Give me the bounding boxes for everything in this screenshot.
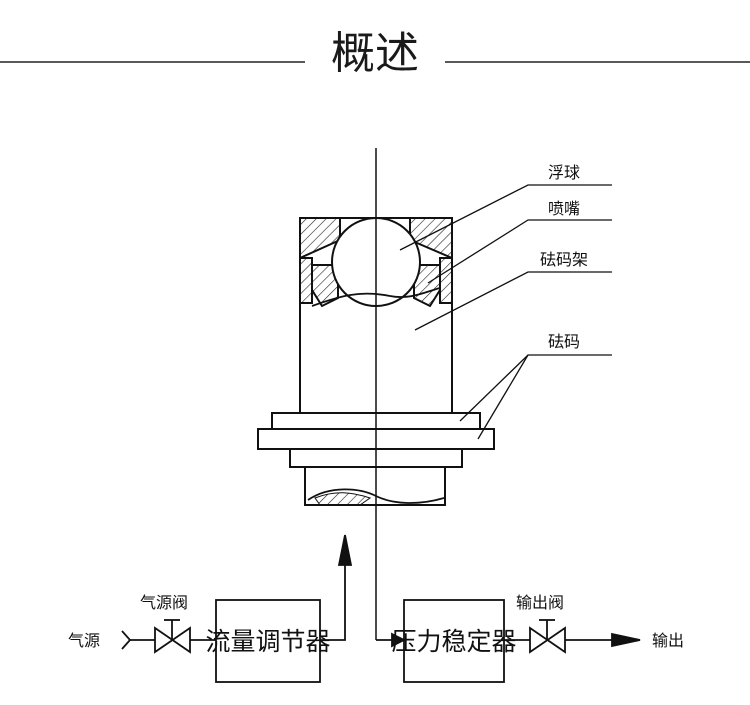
label-weight-holder: 砝码架 [540,250,588,269]
label-air-source-valve: 气源阀 [140,593,188,612]
label-flow-regulator: 流量调节器 [205,627,330,656]
label-air-source: 气源 [68,631,100,650]
holder-wall-left [299,257,313,304]
label-output: 输出 [652,631,684,650]
flow-regulator-box [215,599,321,683]
air-source-arrow [121,630,132,650]
flow-up-line [320,538,346,641]
label-weights: 砝码 [548,332,580,351]
leader-holder [414,271,612,331]
leader-float-ball [399,184,612,251]
piston-break-shade [314,492,372,506]
pressure-stabilizer-box [403,599,505,683]
holder-break-line [311,287,441,307]
flow-up-arrowhead [337,534,353,566]
page-title: 概述 [0,26,750,82]
label-pressure-stabilizer: 压力稳定器 [391,627,516,656]
leader-weights-2 [477,354,529,440]
leader-weights [459,354,612,422]
label-float-ball: 浮球 [548,163,580,182]
label-output-valve: 输出阀 [516,593,564,612]
page-title-text: 概述 [313,28,437,79]
holder-wall-right [439,257,453,304]
nozzle-right [413,264,441,308]
leader-nozzle [427,219,612,284]
output-arrowhead [611,632,641,648]
label-nozzle: 喷嘴 [548,199,580,218]
flow-down-arrowhead [391,632,407,648]
